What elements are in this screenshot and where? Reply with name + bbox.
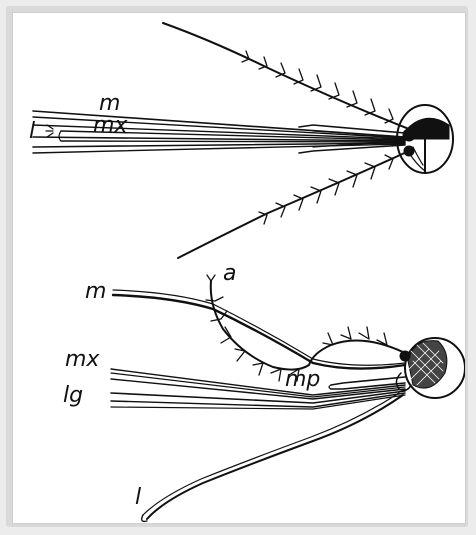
bottom-label-m: m	[85, 281, 106, 303]
bottom-head-figure	[111, 275, 465, 521]
bottom-palps	[329, 377, 405, 389]
bottom-head-eye	[396, 338, 465, 398]
bottom-label-a: a	[223, 263, 236, 285]
bottom-labium	[142, 393, 403, 521]
top-proboscis-bundle	[33, 111, 405, 153]
bottom-labrum	[113, 290, 405, 369]
bottom-label-l: l	[135, 487, 141, 509]
top-label-m: m	[99, 93, 120, 115]
top-antenna-upper	[163, 23, 409, 129]
bottom-label-mp: mp	[285, 369, 320, 391]
top-label-l: l	[29, 121, 35, 143]
bottom-maxillae-ligula	[111, 369, 405, 409]
bottom-label-mx: mx	[65, 349, 99, 371]
top-antenna-lower	[178, 151, 409, 258]
mosquito-mouthparts-illustration	[13, 13, 465, 523]
top-label-mx: mx	[93, 115, 127, 137]
top-head-figure	[33, 23, 453, 258]
bottom-label-lg: lg	[63, 385, 83, 407]
illustration-panel: m mx l a m mx lg mp l	[12, 12, 466, 524]
